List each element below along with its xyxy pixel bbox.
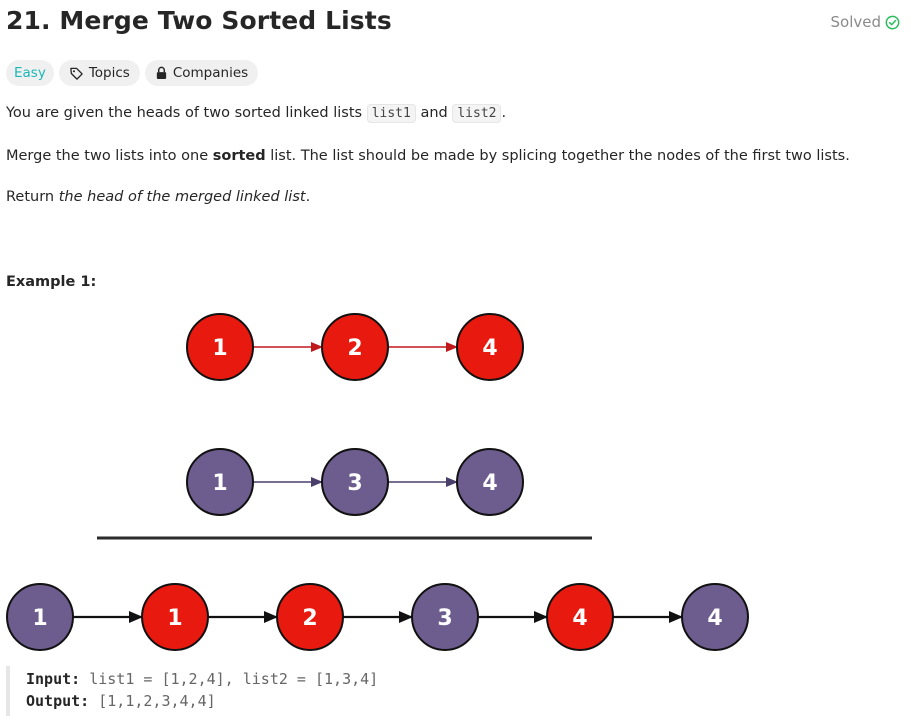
description-paragraph-2: Merge the two lists into one sorted list…: [6, 148, 850, 164]
output-label: Output:: [26, 692, 90, 710]
input-value: list1 = [1,2,4], list2 = [1,3,4]: [89, 670, 379, 688]
page-title: 21. Merge Two Sorted Lists: [6, 6, 392, 35]
text: .: [305, 189, 311, 205]
text: and: [415, 105, 453, 121]
solved-label: Solved: [830, 13, 882, 31]
difficulty-badge[interactable]: Easy: [6, 60, 54, 86]
node-label: 2: [347, 336, 362, 361]
solved-status: Solved: [831, 13, 901, 31]
node-circle: [321, 313, 389, 381]
code-list2: list2: [452, 104, 502, 123]
node-circle: [546, 583, 614, 651]
text: Merge the two lists into one: [6, 148, 213, 164]
node-circle: [411, 583, 479, 651]
node-circle: [321, 448, 389, 516]
node-label: 4: [572, 606, 587, 631]
merged-node: 1: [141, 583, 209, 651]
merged-node: 3: [411, 583, 479, 651]
node-circle: [6, 583, 74, 651]
node-label: 1: [32, 606, 47, 631]
linked-list-diagram: 1 2 4 1 3 4 1 1 2 3 4 4: [6, 313, 749, 651]
tag-row: Easy Topics Companies: [6, 60, 259, 86]
merged-node: 1: [6, 583, 74, 651]
merged-node: 4: [546, 583, 614, 651]
node-circle: [276, 583, 344, 651]
check-circle-icon: [885, 15, 900, 30]
node-circle: [186, 448, 254, 516]
output-value: [1,1,2,3,4,4]: [98, 692, 216, 710]
node-label: 4: [707, 606, 722, 631]
text: You are given the heads of two sorted li…: [6, 105, 367, 121]
code-list1: list1: [366, 104, 416, 123]
text: Return: [6, 189, 59, 205]
output-line: Output: [1,1,2,3,4,4]: [26, 692, 216, 710]
companies-button[interactable]: Companies: [144, 60, 259, 86]
list1-node: 4: [456, 313, 524, 381]
topics-label: Topics: [88, 65, 130, 81]
node-label: 2: [302, 606, 317, 631]
node-label: 3: [437, 606, 452, 631]
lock-icon: [155, 66, 168, 80]
node-label: 1: [212, 336, 227, 361]
input-label: Input:: [26, 670, 81, 688]
node-label: 1: [212, 471, 227, 496]
example-title: Example 1:: [6, 274, 97, 290]
companies-label: Companies: [172, 65, 249, 81]
list2-node: 1: [186, 448, 254, 516]
example-block-border: [6, 666, 10, 716]
node-label: 4: [482, 471, 497, 496]
node-label: 1: [167, 606, 182, 631]
italic-text: the head of the merged linked list: [58, 189, 306, 205]
description-paragraph-1: You are given the heads of two sorted li…: [6, 104, 507, 123]
node-circle: [141, 583, 209, 651]
node-circle: [186, 313, 254, 381]
text: list. The list should be made by splicin…: [265, 148, 850, 164]
description-paragraph-3: Return the head of the merged linked lis…: [6, 189, 310, 205]
node-circle: [456, 313, 524, 381]
node-label: 4: [482, 336, 497, 361]
merged-node: 4: [681, 583, 749, 651]
merged-node: 2: [276, 583, 344, 651]
list1-node: 2: [321, 313, 389, 381]
list1-node: 1: [186, 313, 254, 381]
tag-icon: [69, 66, 84, 81]
topics-button[interactable]: Topics: [58, 60, 140, 86]
list2-node: 3: [321, 448, 389, 516]
list2-node: 4: [456, 448, 524, 516]
input-line: Input: list1 = [1,2,4], list2 = [1,3,4]: [26, 670, 378, 688]
node-label: 3: [347, 471, 362, 496]
node-circle: [681, 583, 749, 651]
bold-text: sorted: [212, 148, 266, 164]
difficulty-label: Easy: [14, 65, 46, 81]
text: .: [501, 105, 507, 121]
node-circle: [456, 448, 524, 516]
